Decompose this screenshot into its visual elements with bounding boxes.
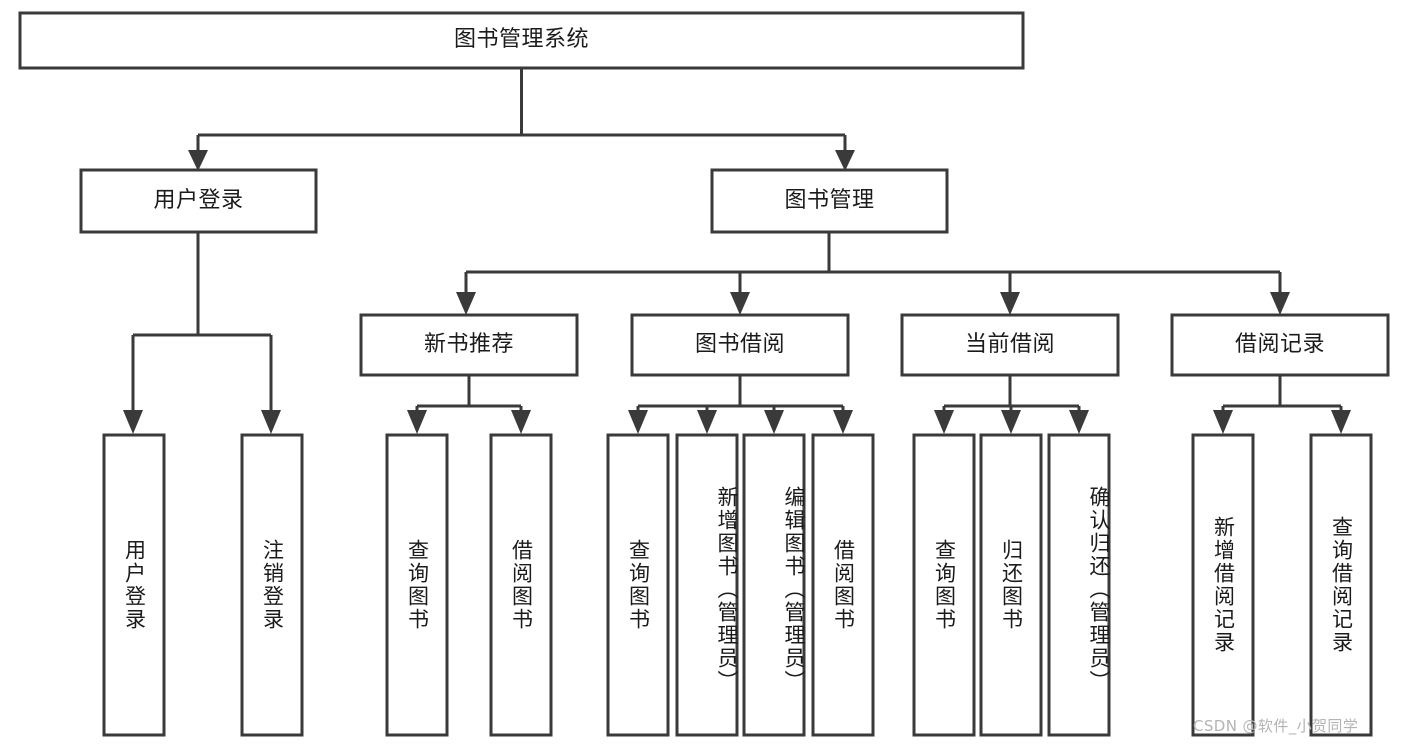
csdn-watermark: CSDN @软件_小贺同学 bbox=[1193, 717, 1359, 735]
node-leaf-add-record[interactable] bbox=[1193, 435, 1253, 735]
node-box-leaf-query-book-1[interactable] bbox=[385, 433, 449, 737]
node-box-current-borrow[interactable] bbox=[900, 313, 1120, 377]
node-leaf-query-record[interactable] bbox=[1311, 435, 1371, 735]
node-root[interactable] bbox=[20, 13, 1023, 68]
connector-userlogin-to-leaves bbox=[123, 232, 281, 434]
node-box-root[interactable] bbox=[18, 11, 1025, 70]
node-box-leaf-query-book-2[interactable] bbox=[606, 433, 670, 737]
node-leaf-query-book-3[interactable] bbox=[914, 435, 974, 735]
node-box-book-borrow[interactable] bbox=[630, 313, 850, 377]
connector-bookmanage-to-level2 bbox=[456, 232, 1290, 315]
connector-root-to-level1 bbox=[188, 68, 855, 171]
node-leaf-confirm-return[interactable] bbox=[1049, 435, 1109, 735]
node-box-leaf-edit-book[interactable] bbox=[742, 433, 806, 737]
node-box-book-manage[interactable] bbox=[710, 168, 949, 234]
node-leaf-logout[interactable] bbox=[242, 435, 302, 735]
node-box-leaf-query-record[interactable] bbox=[1309, 433, 1373, 737]
connector-newbook-to-leaves bbox=[407, 375, 531, 434]
node-leaf-edit-book[interactable] bbox=[744, 435, 804, 735]
node-box-leaf-add-record[interactable] bbox=[1191, 433, 1255, 737]
node-box-new-book-rec[interactable] bbox=[359, 313, 579, 377]
node-box-leaf-add-book[interactable] bbox=[675, 433, 739, 737]
node-leaf-query-book-1[interactable] bbox=[387, 435, 447, 735]
node-book-borrow[interactable] bbox=[632, 315, 848, 375]
node-box-leaf-query-book-3[interactable] bbox=[912, 433, 976, 737]
node-box-leaf-borrow-book-2[interactable] bbox=[811, 433, 875, 737]
node-box-leaf-user-login[interactable] bbox=[102, 433, 166, 737]
connector-borrowrecord-to-leaves bbox=[1213, 375, 1351, 434]
node-box-leaf-confirm-return[interactable] bbox=[1047, 433, 1111, 737]
node-box-leaf-return-book[interactable] bbox=[979, 433, 1043, 737]
node-box-borrow-record[interactable] bbox=[1170, 313, 1390, 377]
node-current-borrow[interactable] bbox=[902, 315, 1118, 375]
node-leaf-return-book[interactable] bbox=[981, 435, 1041, 735]
node-user-login[interactable] bbox=[81, 170, 316, 232]
connector-currentborrow-to-leaves bbox=[934, 375, 1089, 434]
node-box-user-login[interactable] bbox=[79, 168, 318, 234]
node-new-book-rec[interactable] bbox=[361, 315, 577, 375]
node-box-leaf-borrow-book-1[interactable] bbox=[489, 433, 553, 737]
connector-bookborrow-to-leaves bbox=[628, 375, 853, 434]
node-leaf-borrow-book-2[interactable] bbox=[813, 435, 873, 735]
node-box-leaf-logout[interactable] bbox=[240, 433, 304, 737]
node-leaf-query-book-2[interactable] bbox=[608, 435, 668, 735]
node-leaf-borrow-book-1[interactable] bbox=[491, 435, 551, 735]
node-book-manage[interactable] bbox=[712, 170, 947, 232]
node-borrow-record[interactable] bbox=[1172, 315, 1388, 375]
node-leaf-user-login[interactable] bbox=[104, 435, 164, 735]
node-leaf-add-book[interactable] bbox=[677, 435, 737, 735]
